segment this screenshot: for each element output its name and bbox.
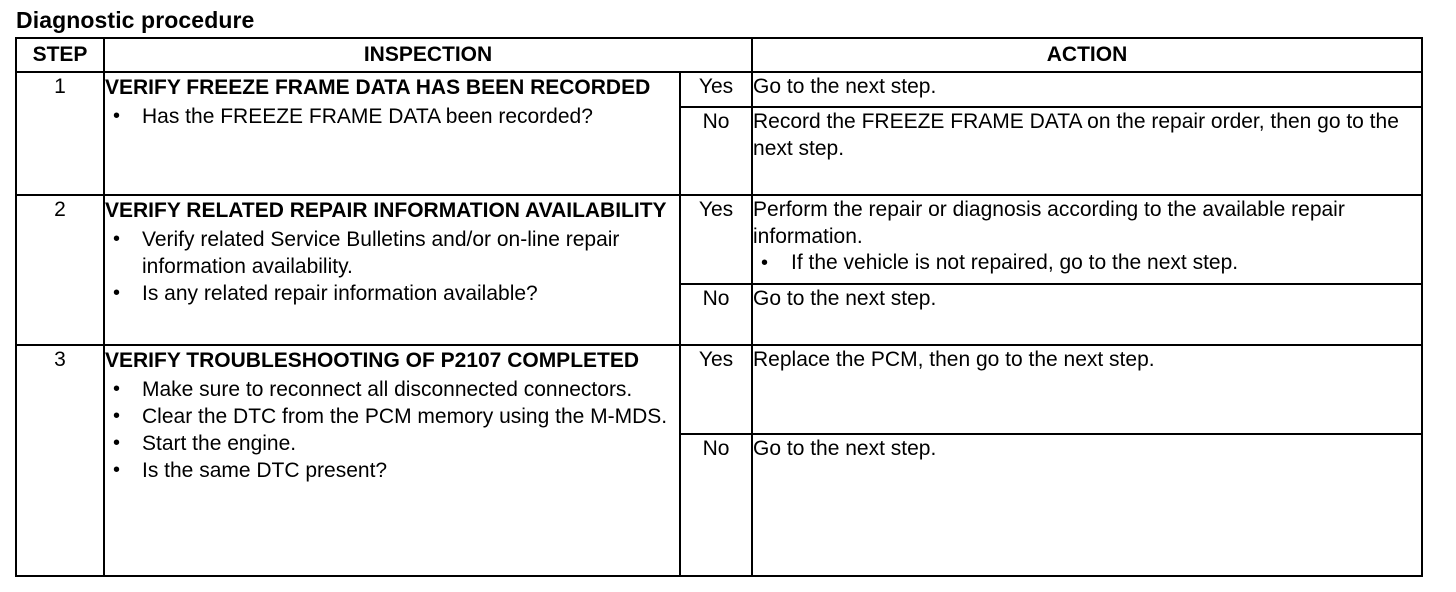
inspection-bullet: Has the FREEZE FRAME DATA been recorded?: [105, 103, 679, 130]
yes-action: Replace the PCM, then go to the next ste…: [751, 344, 1424, 435]
step-1-yes-row: 1 VERIFY FREEZE FRAME DATA HAS BEEN RECO…: [15, 71, 1424, 196]
yes-label: Yes: [678, 71, 754, 108]
no-action-text: Record the FREEZE FRAME DATA on the repa…: [753, 110, 1399, 160]
diagnostic-procedure-table: STEP INSPECTION ACTION 1 VERIFY FREEZE F…: [15, 37, 1424, 577]
step-3-no-row: No Go to the next step.: [16, 433, 1424, 577]
inspection-bullet: Clear the DTC from the PCM memory using …: [105, 403, 679, 430]
inspection-cell: VERIFY TROUBLESHOOTING OF P2107 COMPLETE…: [103, 344, 681, 577]
no-action: Record the FREEZE FRAME DATA on the repa…: [751, 106, 1424, 196]
yes-action-text: Perform the repair or diagnosis accordin…: [753, 198, 1345, 248]
yes-action-text: Go to the next step.: [753, 75, 937, 98]
yes-action-bullets: If the vehicle is not repaired, go to th…: [753, 250, 1421, 276]
step-number: 1: [15, 71, 105, 196]
no-action: Go to the next step.: [751, 433, 1424, 577]
inspection-bullets: Make sure to reconnect all disconnected …: [105, 376, 679, 484]
inspection-bullet: Is the same DTC present?: [105, 457, 679, 484]
table-header-row: STEP INSPECTION ACTION: [15, 37, 1424, 73]
inspection-bullet: Start the engine.: [105, 430, 679, 457]
yes-action: Go to the next step.: [751, 71, 1424, 108]
header-action: ACTION: [751, 37, 1424, 73]
step-3-yes-row: 3 VERIFY TROUBLESHOOTING OF P2107 COMPLE…: [15, 344, 1424, 577]
inspection-title: VERIFY FREEZE FRAME DATA HAS BEEN RECORD…: [105, 76, 651, 99]
inspection-title: VERIFY RELATED REPAIR INFORMATION AVAILA…: [105, 199, 667, 222]
header-inspection: INSPECTION: [102, 37, 754, 73]
step-number: 3: [15, 344, 105, 577]
no-action: Go to the next step.: [751, 283, 1424, 346]
inspection-title: VERIFY TROUBLESHOOTING OF P2107 COMPLETE…: [105, 349, 640, 372]
no-label: No: [678, 433, 754, 577]
inspection-bullets: Verify related Service Bulletins and/or …: [105, 226, 679, 307]
no-action-text: Go to the next step.: [753, 437, 937, 460]
step-number: 2: [15, 194, 105, 346]
yes-action-bullet: If the vehicle is not repaired, go to th…: [753, 250, 1421, 276]
inspection-cell: VERIFY RELATED REPAIR INFORMATION AVAILA…: [103, 194, 681, 346]
step-2-yes-row: 2 VERIFY RELATED REPAIR INFORMATION AVAI…: [15, 194, 1424, 346]
step-1-no-row: No Record the FREEZE FRAME DATA on the r…: [16, 106, 1424, 196]
no-label: No: [678, 106, 754, 196]
yes-action: Perform the repair or diagnosis accordin…: [751, 194, 1424, 285]
inspection-bullet: Make sure to reconnect all disconnected …: [105, 376, 679, 403]
header-step: STEP: [15, 37, 105, 73]
no-action-text: Go to the next step.: [753, 287, 937, 310]
inspection-cell: VERIFY FREEZE FRAME DATA HAS BEEN RECORD…: [103, 71, 681, 196]
document-title: Diagnostic procedure: [16, 7, 255, 33]
inspection-bullet: Verify related Service Bulletins and/or …: [105, 226, 679, 280]
yes-label: Yes: [678, 194, 754, 285]
yes-label: Yes: [678, 344, 754, 435]
inspection-bullet: Is any related repair information availa…: [105, 280, 679, 307]
yes-action-text: Replace the PCM, then go to the next ste…: [753, 348, 1155, 371]
step-2-no-row: No Go to the next step.: [16, 283, 1424, 346]
no-label: No: [678, 283, 754, 346]
inspection-bullets: Has the FREEZE FRAME DATA been recorded?: [105, 103, 679, 130]
